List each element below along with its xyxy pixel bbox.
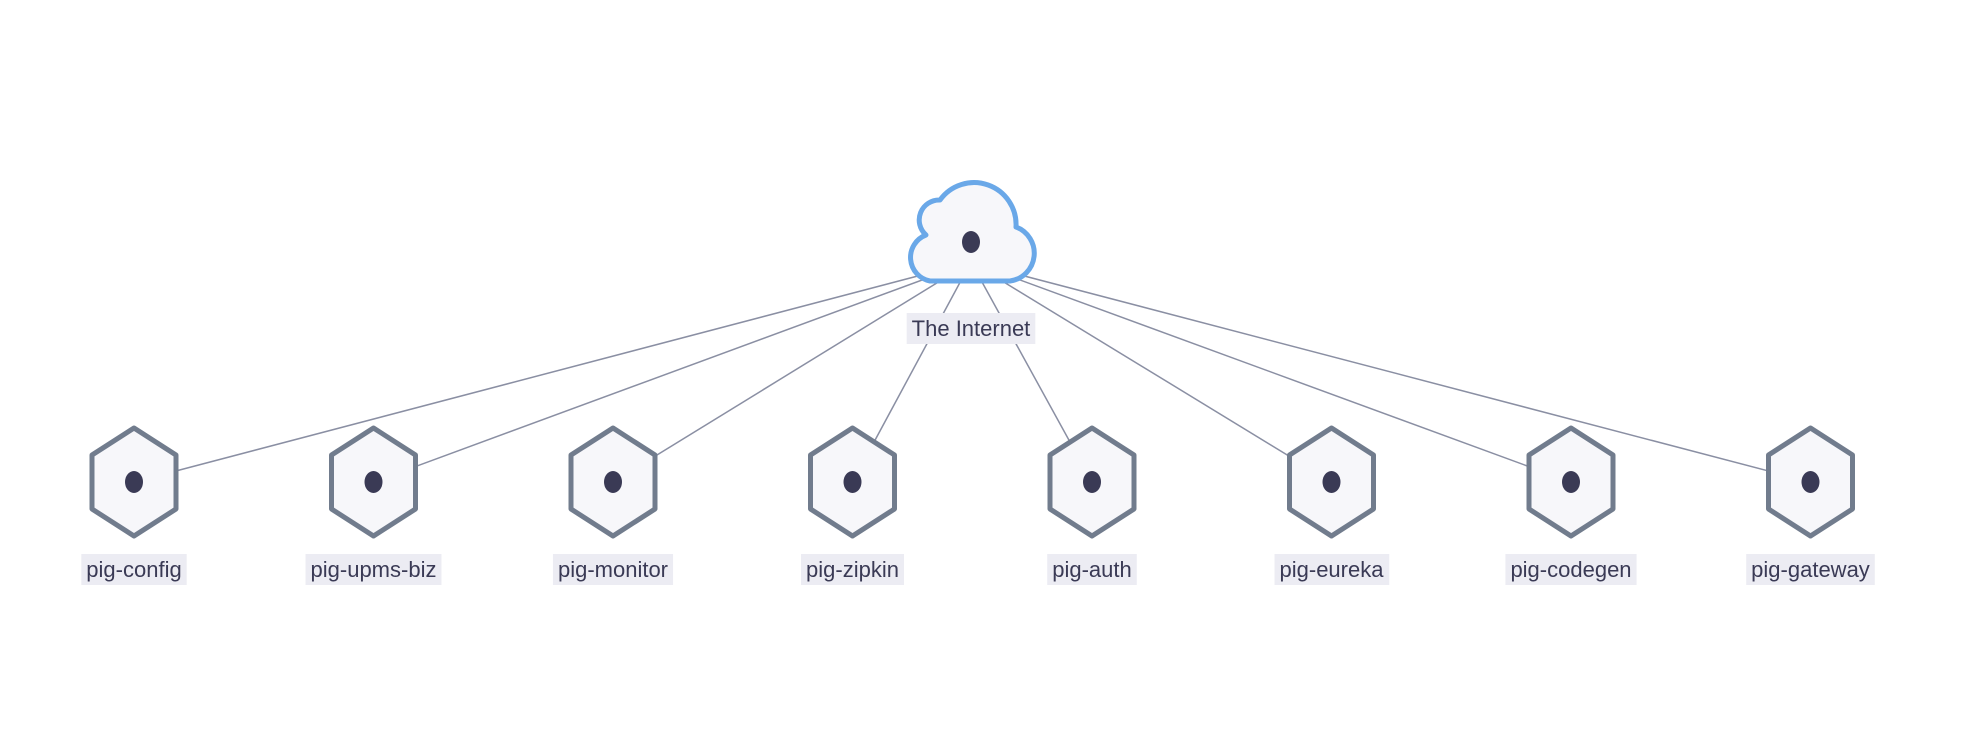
edge-internet-to-pig-eureka	[970, 261, 1332, 483]
service-label-background	[552, 554, 674, 585]
edge-internet-to-pig-monitor	[612, 261, 972, 483]
edge-internet-to-pig-upms-biz	[373, 261, 972, 483]
edge-internet-to-pig-config	[133, 261, 972, 483]
service-label-background	[1746, 554, 1875, 585]
node-dot-icon	[604, 471, 622, 493]
service-label-background	[801, 554, 904, 585]
node-dot-icon	[364, 471, 383, 493]
service-label: pig-zipkin	[806, 557, 899, 582]
service-node-pig-upms-biz[interactable]: pig-upms-biz	[305, 425, 442, 585]
service-label: pig-codegen	[1510, 557, 1631, 582]
service-node-pig-monitor[interactable]: pig-monitor	[552, 425, 674, 585]
edge-internet-to-pig-gateway	[970, 261, 1811, 483]
service-node-pig-codegen[interactable]: pig-codegen	[1505, 425, 1637, 585]
node-dot-icon	[125, 471, 143, 493]
service-label-background	[1047, 554, 1137, 585]
root-label-background	[906, 313, 1036, 344]
edges	[133, 261, 1811, 483]
service-label: pig-upms-biz	[311, 557, 437, 582]
service-node-pig-eureka[interactable]: pig-eureka	[1274, 425, 1390, 585]
service-label-background	[1274, 554, 1390, 585]
service-node-pig-config[interactable]: pig-config	[81, 425, 187, 585]
node-dot-icon	[843, 471, 862, 493]
service-label: pig-monitor	[558, 557, 668, 582]
service-nodes: pig-config pig-upms-biz pig-monitor pig-zip…	[81, 425, 1875, 585]
node-dot-icon	[1801, 471, 1820, 493]
service-label: pig-eureka	[1280, 557, 1385, 582]
service-label-background	[81, 554, 187, 585]
service-label: pig-config	[86, 557, 181, 582]
root-label: The Internet	[912, 316, 1031, 341]
service-label-background	[1505, 554, 1637, 585]
service-label: pig-auth	[1052, 557, 1132, 582]
node-dot-icon	[1083, 471, 1101, 493]
node-dot-icon	[1322, 471, 1341, 493]
service-label-background	[305, 554, 442, 585]
service-label: pig-gateway	[1751, 557, 1870, 582]
node-dot-icon	[962, 231, 980, 253]
service-node-pig-auth[interactable]: pig-auth	[1047, 425, 1137, 585]
node-dot-icon	[1562, 471, 1580, 493]
service-node-pig-zipkin[interactable]: pig-zipkin	[801, 425, 904, 585]
root-node-internet[interactable]: The Internet	[906, 180, 1037, 344]
service-node-pig-gateway[interactable]: pig-gateway	[1746, 425, 1875, 585]
edge-internet-to-pig-codegen	[970, 261, 1572, 483]
